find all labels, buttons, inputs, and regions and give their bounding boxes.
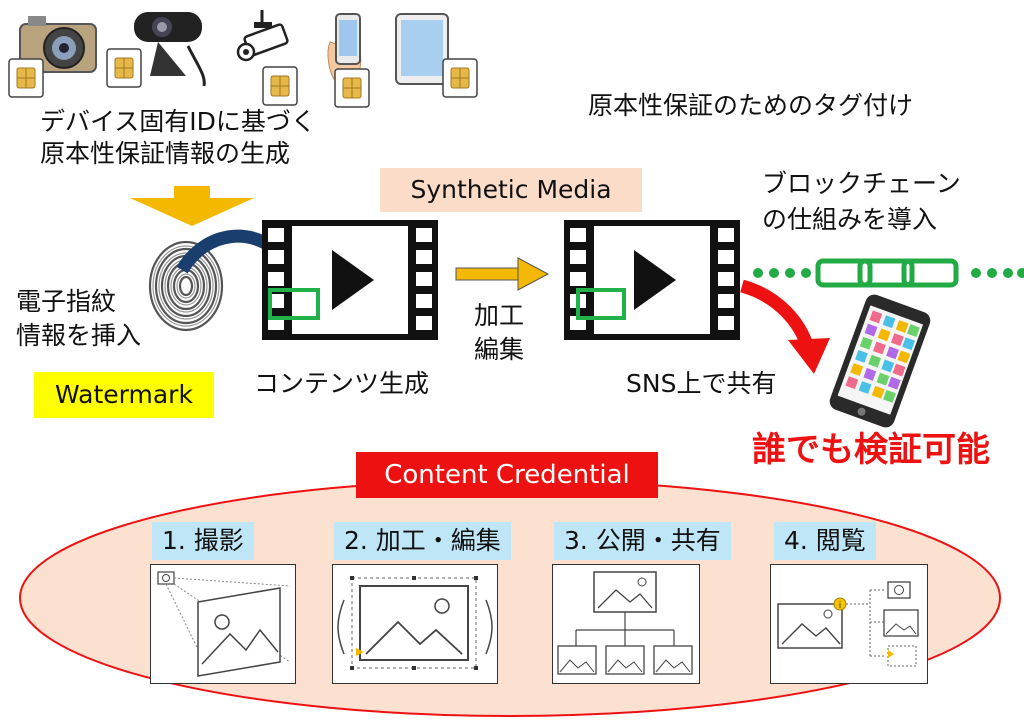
svg-text:i: i: [839, 601, 842, 611]
view-illustration: i: [777, 581, 919, 667]
step-title-capture: 1. 撮影: [152, 522, 254, 560]
content-creation-label: コンテンツ生成: [254, 369, 430, 398]
fingerprint-caption-line2: 情報を挿入: [16, 321, 142, 350]
security-camera-icon: [236, 10, 289, 62]
sim-chip-icon: [106, 48, 142, 88]
webcam-icon: [134, 12, 206, 87]
watermark-label: Watermark: [34, 372, 214, 418]
edit-caption-line1: 加工: [474, 301, 525, 330]
capture-illustration: [157, 571, 291, 677]
sns-share-label: SNS上で共有: [626, 369, 777, 398]
blockchain-caption-line2: の仕組みを導入: [762, 205, 938, 234]
red-arrow: [740, 279, 830, 374]
edit-illustration: [337, 576, 493, 670]
chain-icon: [753, 258, 1024, 288]
step-title-edit: 2. 加工・編集: [334, 522, 511, 560]
device-caption-line1: デバイス固有IDに基づく: [40, 107, 316, 136]
anyone-verify-label: 誰でも検証可能: [752, 430, 990, 470]
content-credential-label: Content Credential: [356, 452, 658, 498]
sim-chip-icon: [334, 68, 370, 108]
step-title-publish: 3. 公開・共有: [554, 522, 731, 560]
sim-chip-icon: [8, 58, 44, 98]
blockchain-caption-line1: ブロックチェーン: [762, 169, 961, 198]
right-arrow: [455, 257, 550, 291]
sim-chip-icon: [262, 66, 298, 106]
publish-illustration: [557, 571, 693, 675]
synthetic-media-label: Synthetic Media: [380, 168, 642, 212]
edit-caption-line2: 編集: [474, 335, 525, 364]
tablet-icon: [395, 13, 449, 85]
app-phone-icon: [829, 294, 931, 428]
down-arrow: [130, 186, 254, 226]
sim-chip-icon: [442, 58, 478, 98]
fingerprint-caption-line1: 電子指紋: [16, 287, 117, 316]
tagging-caption: 原本性保証のためのタグ付け: [588, 91, 914, 120]
step-title-view: 4. 閲覧: [774, 522, 876, 560]
device-caption-line2: 原本性保証情報の生成: [40, 139, 291, 168]
video-film-icon: [262, 220, 438, 340]
video-film-icon: [564, 220, 740, 340]
